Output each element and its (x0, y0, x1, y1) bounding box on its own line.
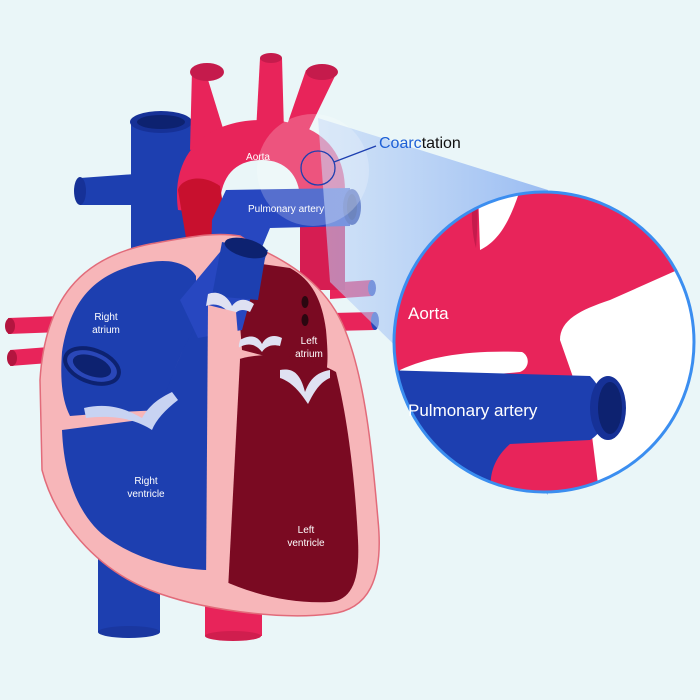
label-right-atrium-line2: atrium (92, 325, 120, 336)
magnify-highlight (257, 114, 369, 226)
label-aorta: Aorta (246, 152, 270, 163)
label-right-atrium-line1: Right (94, 312, 118, 323)
zoom-aorta (394, 192, 694, 492)
left-ventricle (222, 355, 359, 603)
coarctation-marker-circle (300, 150, 336, 186)
zoom-label-pulmonary-artery: Pulmonary artery (408, 401, 538, 420)
label-left-ventricle-line1: Left (298, 525, 315, 536)
label-left-atrium-line2: atrium (295, 349, 323, 360)
label-right-ventricle-line2: ventricle (127, 489, 165, 500)
zoom-circle-border (392, 190, 696, 494)
zoom-label-aorta: Aorta (408, 304, 449, 323)
mitral-valve (280, 369, 330, 404)
label-coarctation: Coarctation (379, 135, 461, 152)
interventricular-septum (206, 305, 240, 590)
label-left-atrium-line1: Left (301, 336, 318, 347)
right-ventricle (62, 300, 225, 571)
heart (39, 233, 380, 617)
label-pulmonary-artery: Pulmonary artery (248, 204, 324, 215)
label-right-ventricle-line1: Right (134, 476, 158, 487)
label-left-ventricle-line2: ventricle (287, 538, 325, 549)
coarctation-leader-line (333, 145, 377, 163)
tricuspid-valve (84, 392, 178, 430)
